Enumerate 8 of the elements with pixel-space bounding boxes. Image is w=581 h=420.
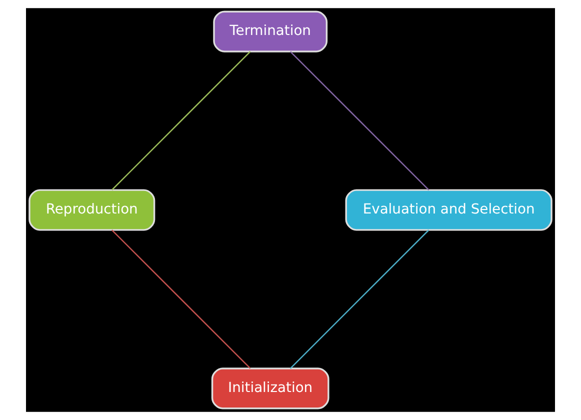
connector	[111, 230, 251, 369]
node-box: Initialization	[211, 368, 330, 410]
connector	[290, 230, 430, 369]
connector	[290, 51, 430, 190]
node-box: Termination	[213, 10, 328, 52]
node-box: Evaluation and Selection	[345, 189, 552, 231]
node-box: Reproduction	[28, 189, 156, 231]
connector	[112, 51, 251, 190]
